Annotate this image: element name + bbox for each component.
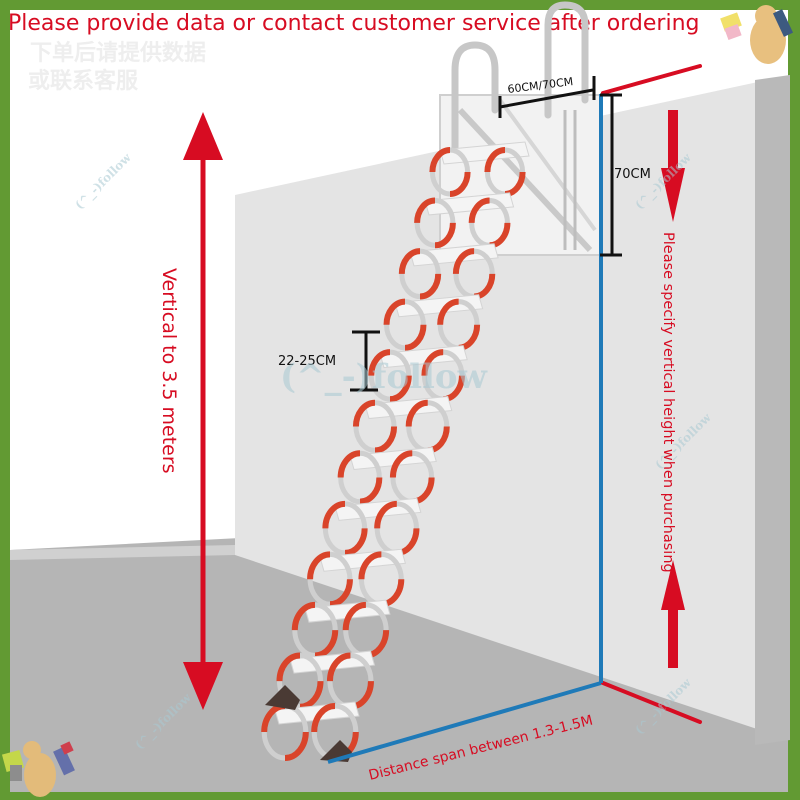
header-banner: Please provide data or contact customer … xyxy=(8,11,699,36)
span-measure-line xyxy=(327,681,602,764)
ladder-arc xyxy=(284,731,309,761)
bear-mascot-top-right xyxy=(720,5,794,64)
bear-mascot-bottom-left xyxy=(1,741,75,797)
step-spacing-label: 22-25CM xyxy=(278,354,336,369)
ladder-arc xyxy=(307,551,331,580)
ladder-arc xyxy=(374,426,398,454)
ladder-arc xyxy=(276,652,301,682)
floor-edge xyxy=(10,545,235,560)
ladder-arc xyxy=(342,601,367,631)
ladder-arc xyxy=(344,528,368,556)
vertical-height-arrow xyxy=(183,112,223,710)
ladder-foot-left xyxy=(265,685,300,710)
ladder-arc xyxy=(398,248,421,274)
ladder-arc xyxy=(404,324,427,351)
ladder-arc xyxy=(429,147,451,173)
width-label: 60CM/70CM xyxy=(507,75,574,96)
ladder-arc xyxy=(299,680,324,710)
scissor-ladder xyxy=(261,141,530,761)
handrails xyxy=(451,1,589,154)
specify-height-arrows xyxy=(661,110,685,668)
ladder-arc xyxy=(389,450,413,478)
ladder-arc xyxy=(484,147,506,173)
ladder-arc xyxy=(359,477,383,505)
ladder-arc xyxy=(421,349,444,376)
ladder-arc xyxy=(314,630,339,659)
ladder-arc xyxy=(437,298,459,325)
ladder-arc xyxy=(389,375,412,403)
ladder-arc xyxy=(358,551,382,580)
ladder-arc xyxy=(291,601,316,631)
vertical-height-label: Vertical to 3.5 meters xyxy=(158,268,180,474)
ladder-arc xyxy=(337,450,361,478)
ladder-arc xyxy=(414,197,436,224)
ladder-arc xyxy=(419,273,442,300)
specify-height-label: Please specify vertical height when purc… xyxy=(660,232,676,573)
watermark-small-1: (^_-)follow xyxy=(72,150,135,213)
cjk-line-2: 或联系客服 xyxy=(28,68,139,94)
ladder-arc xyxy=(374,500,398,529)
ladder-arc xyxy=(326,652,351,682)
ladder-arc xyxy=(368,349,391,376)
ladder-arc xyxy=(452,248,475,274)
ladder-arc xyxy=(449,171,471,197)
ladder-arc xyxy=(311,703,336,733)
wall xyxy=(235,75,790,740)
width-dimension xyxy=(498,76,596,118)
step-spacing-dimension xyxy=(350,330,380,392)
watermark-center: (^_-)follow xyxy=(280,357,488,397)
wall-side xyxy=(755,75,790,745)
ladder-arc xyxy=(383,298,406,325)
ladder-arc xyxy=(329,579,353,608)
box-height-dimension xyxy=(600,93,622,257)
wall-bottom-edge-line xyxy=(601,681,702,724)
ladder-arc xyxy=(322,500,346,529)
cjk-line-1: 下单后请提供数据 xyxy=(30,40,206,66)
ladder-arc xyxy=(352,399,376,427)
ladder-arc xyxy=(405,399,428,427)
wall-top-edge-line xyxy=(601,64,702,95)
ladder-arc xyxy=(468,197,490,224)
box-height-label: 70CM xyxy=(614,167,651,182)
ladder-arc xyxy=(434,222,456,249)
